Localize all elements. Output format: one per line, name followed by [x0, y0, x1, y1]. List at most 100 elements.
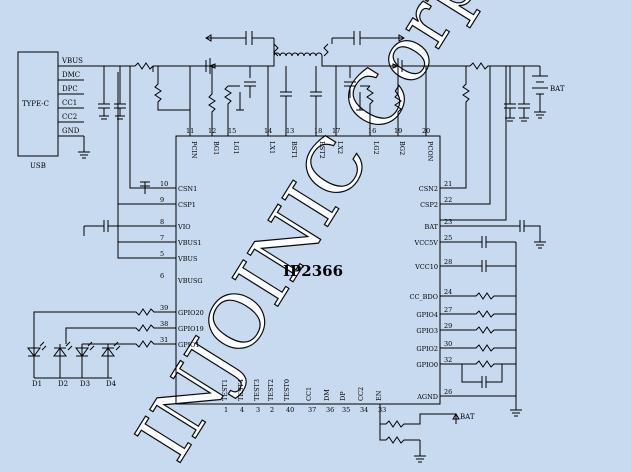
pin-number: 17	[332, 127, 340, 135]
pin-number: 16	[368, 127, 376, 135]
bat-sense-wire	[440, 66, 507, 221]
en-ground	[414, 440, 426, 463]
resistor-gpio3	[440, 326, 516, 334]
csn1-wire	[129, 66, 176, 189]
pin-number: 36	[326, 406, 334, 414]
pin-number: 10	[160, 180, 168, 188]
led-d4-label: D4	[106, 380, 117, 388]
resistor-top-left	[273, 43, 279, 57]
led-d4: D4	[101, 347, 117, 388]
pin-name: CC1	[305, 387, 313, 401]
pin-number: 2	[270, 406, 274, 414]
pin-name: GPIO19	[178, 325, 204, 333]
pin-number: 8	[160, 218, 164, 226]
connector-label: USB	[30, 162, 46, 170]
pin-number: 34	[360, 406, 368, 414]
pin-name: LX2	[336, 141, 344, 154]
led-d4-symbol	[101, 347, 115, 357]
led-d1-symbol	[27, 347, 41, 357]
pin-number: 33	[378, 406, 386, 414]
pin-number: 28	[444, 258, 452, 266]
gpio1-wire	[82, 340, 176, 348]
led-d1-label: D1	[32, 380, 42, 388]
mosfet-q3	[336, 58, 470, 74]
chip-top-pins: 11PCIN12BG115LG114LX113BST118BST217LX216…	[186, 127, 434, 162]
csp2-wire	[440, 66, 491, 205]
pin-number: 7	[160, 234, 164, 242]
input-capacitor-1	[98, 66, 110, 120]
pin-name: GPIO20	[178, 309, 204, 317]
bootstrap-capacitor-1	[280, 66, 292, 136]
pin-number: 27	[444, 306, 452, 314]
chip-name: IP2366	[283, 262, 343, 280]
pin-number: 40	[286, 406, 294, 414]
en-resistor-2	[380, 413, 456, 428]
led-d3: D3	[75, 347, 90, 388]
connector-pin-cc1: CC1	[62, 99, 77, 107]
pin-name: DM	[323, 389, 331, 401]
pin-name: BST2	[318, 141, 326, 159]
pin-number: 11	[186, 127, 194, 135]
pin-number: 37	[308, 406, 316, 414]
connector-body	[17, 51, 59, 157]
gate-resistor-bg1	[208, 66, 216, 136]
output-capacitor-2	[518, 66, 530, 122]
arrow-left-1	[205, 34, 212, 42]
connector-pin-vbus: VBUS	[61, 57, 83, 65]
pin-name: GPIO2	[416, 345, 438, 353]
en-net-label: BAT	[460, 413, 475, 421]
pin-name: DP	[339, 391, 347, 401]
pin-name: TEST1	[221, 379, 229, 401]
vcc10-capacitor	[440, 260, 516, 272]
pin-number: 15	[228, 127, 236, 135]
pin-number: 23	[444, 218, 452, 226]
pin-number: 4	[240, 406, 244, 414]
mosfet-q1	[200, 58, 218, 74]
connector-pin-cc2: CC2	[62, 113, 77, 121]
pin-name: GPIO0	[416, 361, 438, 369]
pin-name: TEST3	[253, 379, 261, 401]
pin-name: VCC5V	[414, 239, 439, 247]
gpio19-wire	[65, 324, 176, 344]
connector-ground-symbol	[78, 136, 90, 159]
connector-name: TYPE-C	[22, 100, 49, 108]
pin-name: VBUS1	[177, 239, 202, 247]
battery-label: BAT	[550, 85, 565, 93]
csn1-capacitor	[140, 181, 150, 194]
pin-number: 19	[394, 127, 402, 135]
pin-name: BG2	[398, 141, 406, 155]
pin-name: GPIO3	[416, 327, 438, 335]
resistor-gpio2	[440, 344, 516, 352]
pin-number: 38	[160, 320, 168, 328]
pin-number: 39	[160, 304, 168, 312]
vcc5v-capacitor	[440, 236, 516, 248]
ip2366-chip: IP2366 11PCIN12BG115LG114LX113BST118BST2…	[160, 127, 452, 414]
chip-left-pins: 10CSN19CSP18VIO7VBUS15VBUS6VBUSG39GPIO20…	[160, 180, 204, 349]
sense-resistor-2	[469, 62, 540, 70]
gate-resistor-lg2	[366, 85, 374, 136]
pullup-resistor-1	[154, 66, 190, 111]
chip-body	[175, 135, 441, 405]
connector-pin-gnd: GND	[62, 127, 80, 135]
pin-name: VCC10	[414, 263, 438, 271]
led-d2: D2	[53, 347, 68, 388]
pin-number: 1	[224, 406, 228, 414]
pin-name: VBUS	[177, 255, 197, 263]
pin-number: 35	[342, 406, 350, 414]
pin-name: BAT	[425, 223, 439, 231]
arrow-right-1	[398, 34, 405, 42]
inductor-left-lead	[270, 56, 275, 67]
bat-capacitor	[440, 220, 546, 249]
flying-capacitor-1	[206, 31, 274, 45]
pin-name: TEST0	[283, 379, 291, 401]
pin-number: 31	[160, 336, 168, 344]
sense-resistor-1	[134, 62, 154, 70]
pin-number: 22	[444, 196, 452, 204]
pin-number: 20	[422, 127, 430, 135]
pin-name: LG2	[372, 141, 380, 155]
connector-pin-dmc: DMC	[62, 71, 80, 79]
pin-name: LX1	[268, 141, 276, 154]
output-capacitor-1	[504, 66, 516, 122]
pin-name: BG1	[212, 141, 220, 155]
pin-number: 3	[256, 406, 260, 414]
